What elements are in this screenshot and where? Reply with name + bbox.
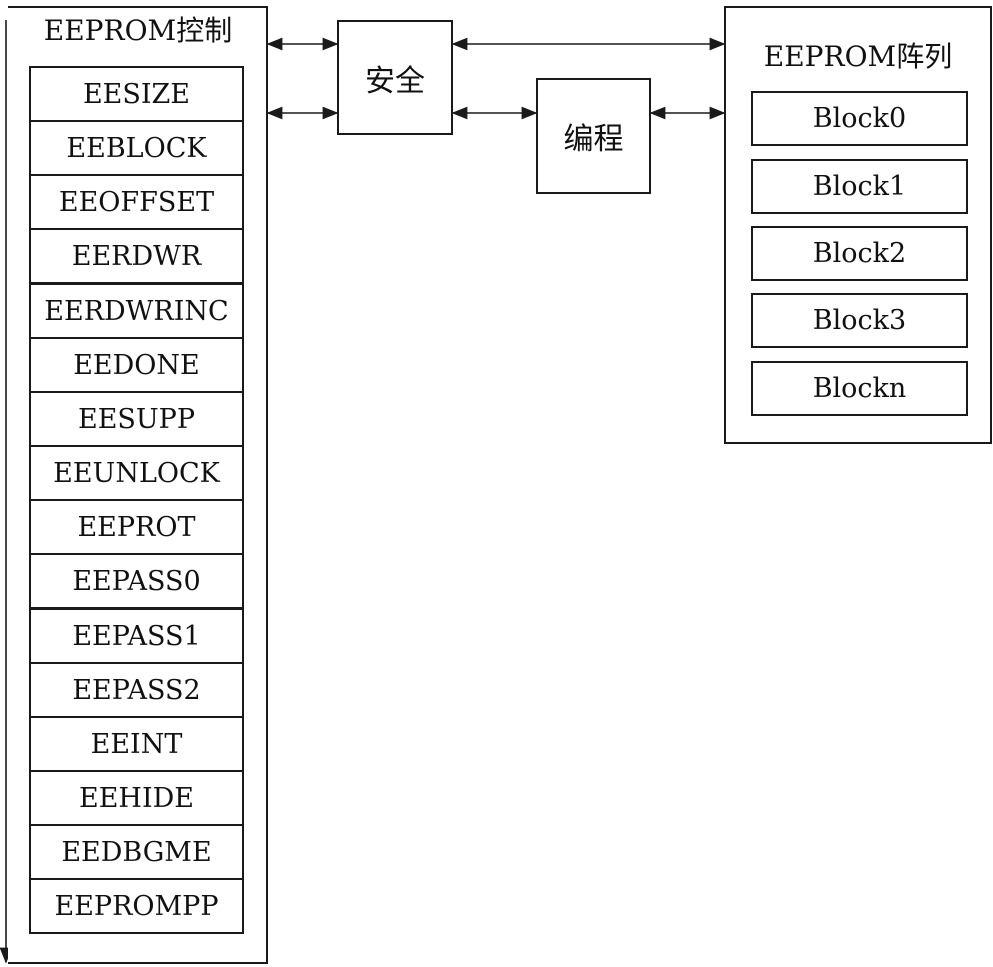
array-block3: Block3 — [751, 293, 968, 348]
register-eeunlock: EEUNLOCK — [29, 445, 244, 501]
register-eepass1: EEPASS1 — [29, 608, 244, 664]
register-eehide: EEHIDE — [29, 770, 244, 826]
security-module: 安全 — [337, 20, 453, 135]
eeprom-control-title: EEPROM控制 — [43, 14, 233, 47]
eeprom-array-title: EEPROM阵列 — [763, 40, 953, 73]
register-eeprompp: EEPROMPP — [29, 878, 244, 934]
programming-module: 编程 — [536, 78, 651, 194]
array-blockn: Blockn — [751, 361, 968, 416]
register-eeblock: EEBLOCK — [29, 120, 244, 176]
register-eepass0: EEPASS0 — [29, 553, 244, 609]
register-eedbgme: EEDBGME — [29, 824, 244, 880]
register-eepass2: EEPASS2 — [29, 662, 244, 718]
array-block0: Block0 — [751, 91, 968, 146]
register-eedone: EEDONE — [29, 337, 244, 393]
register-eerdwrinc: EERDWRINC — [29, 283, 244, 339]
register-eesize: EESIZE — [29, 66, 244, 122]
register-eeint: EEINT — [29, 716, 244, 772]
register-eeoffset: EEOFFSET — [29, 174, 244, 230]
programming-label: 编程 — [563, 122, 624, 157]
register-eerdwr: EERDWR — [29, 228, 244, 284]
array-block2: Block2 — [751, 226, 968, 281]
register-eeprot: EEPROT — [29, 499, 244, 555]
security-label: 安全 — [365, 63, 425, 99]
register-eesupp: EESUPP — [29, 391, 244, 447]
array-block1: Block1 — [751, 159, 968, 214]
